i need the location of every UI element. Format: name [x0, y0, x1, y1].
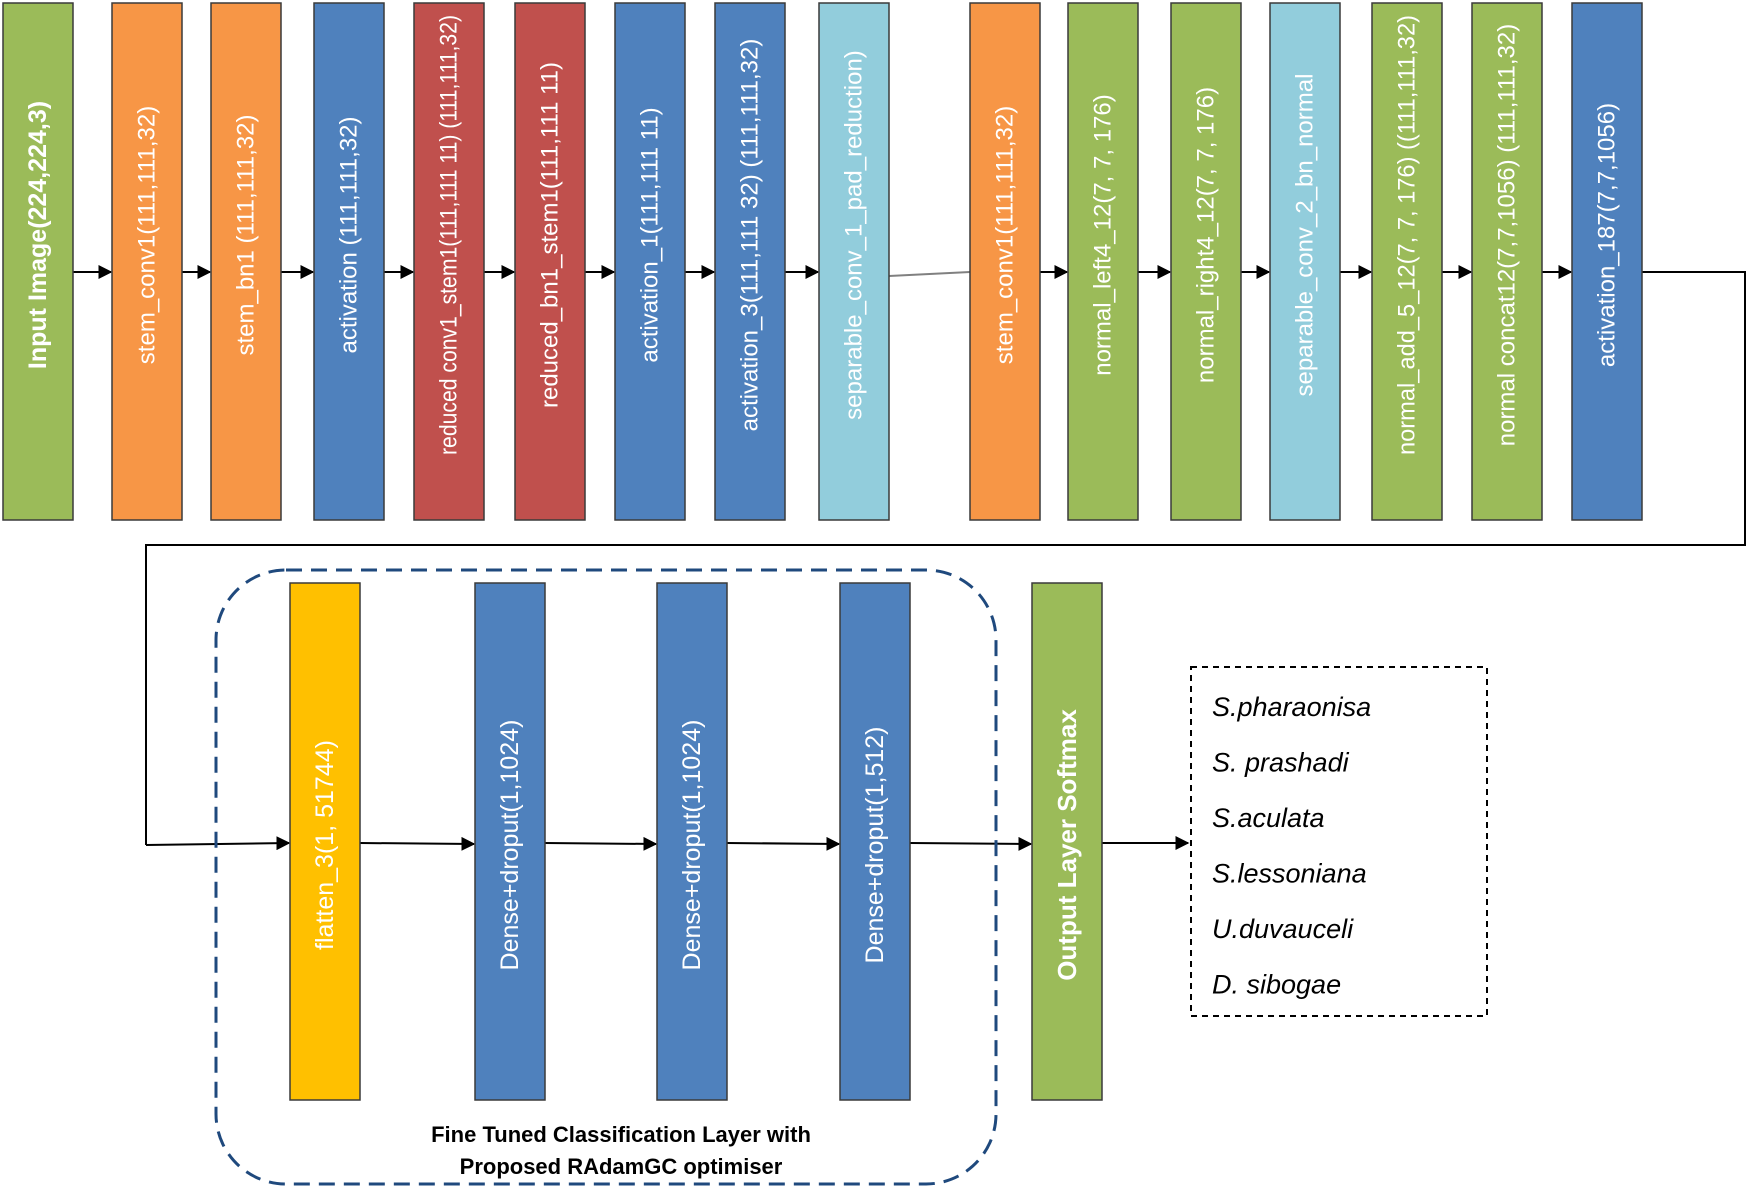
layer-label: activation_3(111,111 32) (111,111,32) [737, 39, 764, 432]
layer-label: activation_187(7,7,1056) [1594, 103, 1621, 367]
layer-label: Dense+droput(1,512) [861, 727, 889, 964]
layer-block: activation (111,111,32) [313, 2, 385, 521]
layer-label: activation (111,111,32) [336, 116, 363, 353]
layer-label: Dense+droput(1,1024) [678, 720, 706, 971]
layer-rect [1067, 2, 1139, 521]
layer-label: normal concat12(7,7,1056) (111,111,32) [1494, 24, 1521, 446]
layer-label: reduced_bn1_stem1(111,111 11) [537, 62, 564, 408]
layer-block: stem_bn1 (111,111,32) [210, 2, 282, 521]
connector-lines [73, 265, 1746, 851]
layer-rect [514, 2, 586, 521]
layer-label: Output Layer Softmax [1052, 709, 1082, 981]
layer-rect [1031, 582, 1103, 1101]
layer-block: Dense+droput(1,512) [839, 582, 911, 1101]
layer-block: activation_1(111,111 11) [614, 2, 686, 521]
layer-block: activation_3(111,111 32) (111,111,32) [714, 2, 786, 521]
layer-label: normal_left4_12(7, 7, 176) [1090, 94, 1117, 376]
arrow [544, 836, 658, 851]
arrow [359, 836, 476, 851]
layer-rect [289, 582, 361, 1101]
layer-block: stem_conv1(111,111,32) [969, 2, 1041, 521]
class-list: S.pharaonisa S. prashadiS.aculataS.lesson… [1212, 692, 1371, 1000]
row2-layers: flatten_3(1, 51744) Dense+droput(1,1024) D… [289, 582, 1103, 1101]
class-label: S.pharaonisa [1212, 692, 1371, 722]
layer-block: normal_add_5_12(7, 7, 176) ((111,111,32) [1371, 2, 1443, 521]
layer-rect [313, 2, 385, 521]
layer-rect [474, 582, 546, 1101]
layer-rect [413, 2, 485, 521]
layer-block: reduced_bn1_stem1(111,111 11) [514, 2, 586, 521]
layer-block: Dense+droput(1,1024) [474, 582, 546, 1101]
layer-rect [210, 2, 282, 521]
layer-block: Dense+droput(1,1024) [656, 582, 728, 1101]
layer-block: separable_conv_1_pad_reduction) [818, 2, 890, 521]
layer-rect [1170, 2, 1242, 521]
arrow [909, 836, 1033, 851]
layer-label: flatten_3(1, 51744) [311, 740, 339, 950]
layer-block: activation_187(7,7,1056) [1571, 2, 1643, 521]
layer-block: reduced conv1_stem1(111,111 11) (111,111… [413, 2, 485, 521]
caption-line-2: Proposed RAdamGC optimiser [460, 1154, 783, 1179]
class-list-border [1190, 666, 1488, 1017]
layer-rect [1371, 2, 1443, 521]
arrow [726, 836, 841, 851]
layer-block: normal_right4_12(7, 7, 176) [1170, 2, 1242, 521]
layer-block: normal concat12(7,7,1056) (111,111,32) [1471, 2, 1543, 521]
layer-block: Input Image(224,224,3) [2, 2, 74, 521]
classification-group-border [214, 568, 998, 1186]
caption-line-1: Fine Tuned Classification Layer with [431, 1122, 811, 1147]
layer-label: stem_conv1(111,111,32) [134, 106, 161, 364]
layer-block: Output Layer Softmax [1031, 582, 1103, 1101]
layer-rect [818, 2, 890, 521]
layer-rect [1471, 2, 1543, 521]
layer-label: normal_add_5_12(7, 7, 176) ((111,111,32) [1394, 15, 1421, 455]
layer-rect [111, 2, 183, 521]
layer-label: normal_right4_12(7, 7, 176) [1193, 87, 1220, 383]
layer-rect [839, 582, 911, 1101]
layer-label: Input Image(224,224,3) [24, 101, 52, 369]
layer-rect [1571, 2, 1643, 521]
layer-rect [656, 582, 728, 1101]
wrap-connector [145, 271, 1746, 845]
class-label: S. prashadi [1212, 748, 1350, 778]
layer-block: normal_left4_12(7, 7, 176) [1067, 2, 1139, 521]
class-label: U.duvauceli [1212, 914, 1354, 944]
layer-label: activation_1(111,111 11) [637, 107, 664, 362]
layer-label: stem_conv1(111,111,32) [992, 106, 1019, 364]
layer-rect [969, 2, 1041, 521]
layer-rect [614, 2, 686, 521]
connector-line [888, 271, 971, 277]
layer-label: separable_conv_2_bn_normal [1292, 74, 1319, 397]
layer-label: stem_bn1 (111,111,32) [233, 114, 260, 355]
row1-layers: Input Image(224,224,3) stem_conv1(111,111… [2, 2, 1643, 521]
layer-label: reduced conv1_stem1(111,111 11) (111,111… [436, 15, 463, 455]
layer-rect [2, 2, 74, 521]
layer-block: stem_conv1(111,111,32) [111, 2, 183, 521]
layer-label: Dense+droput(1,1024) [496, 720, 524, 971]
layer-label: separable_conv_1_pad_reduction) [841, 50, 868, 420]
layer-rect [714, 2, 786, 521]
class-label: D. sibogae [1212, 970, 1341, 1000]
layer-block: separable_conv_2_bn_normal [1269, 2, 1341, 521]
class-label: S.aculata [1212, 803, 1325, 833]
layer-block: flatten_3(1, 51744) [289, 582, 361, 1101]
class-label: S.lessoniana [1212, 859, 1367, 889]
layer-rect [1269, 2, 1341, 521]
